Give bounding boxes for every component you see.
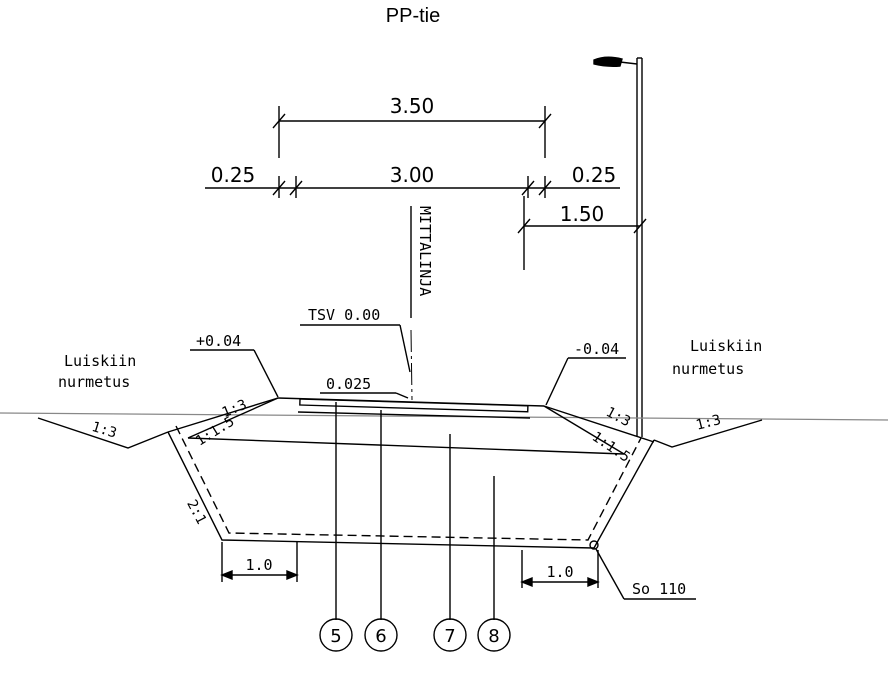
bottom-left-dimension: 1.0 [220,542,299,582]
layer-number: 8 [488,626,499,647]
slope-left-ditch: 1:3 [90,419,119,442]
dimension-top-width-label: 3.50 [390,94,435,118]
dimension-to-pole-label: 1.50 [560,202,605,226]
bottom-left-dimension-label: 1.0 [245,556,272,574]
right-crossfall: -0.04 [545,340,626,406]
dimension-right-shoulder: 0.25 [572,163,617,187]
left-note-line1: Luiskiin [64,352,136,370]
right-note-line2: nurmetus [672,360,744,378]
slope-left-inner: 1:1.5 [193,414,237,450]
centerline: MITTALINJA [410,206,434,401]
slope-right-inner: 1:1.5 [589,429,633,466]
layer-number: 7 [444,626,455,647]
dimension-row: 0.25 3.00 0.25 [205,163,620,198]
dimension-carriageway: 3.00 [390,163,435,187]
ground-line [0,412,888,421]
slope-left-lower: 2:1 [183,497,209,527]
layer-circle-6: 6 [364,618,398,652]
drain-label: So 110 [632,580,686,598]
left-crossfall-label: +0.04 [196,332,241,350]
drawing-title: PP-tie [386,5,440,27]
bottom-right-dimension: 1.0 [520,550,600,588]
road-structure [37,397,763,550]
dimension-left-shoulder: 0.25 [211,163,256,187]
slope-right-ditch: 1:3 [694,412,722,434]
layer-circle-5: 5 [319,618,353,652]
street-light-icon [593,56,643,437]
dimension-top-width: 3.50 [272,94,552,158]
tsv-label-group: TSV 0.00 [300,306,411,373]
left-crossfall: +0.04 [190,332,279,398]
layer-number: 5 [330,626,341,647]
bottom-right-dimension-label: 1.0 [546,563,573,581]
layer-circle-8: 8 [477,618,511,652]
left-note-line2: nurmetus [58,373,130,391]
right-crossfall-label: -0.04 [574,340,619,358]
layer-number: 6 [375,626,386,647]
surface-crossfall-label: 0.025 [326,375,371,393]
surface-crossfall: 0.025 [320,375,409,399]
centerline-label: MITTALINJA [416,206,434,296]
tsv-label: TSV 0.00 [308,306,380,324]
drain-pipe-icon [589,540,599,550]
right-note-line1: Luiskiin [690,337,762,355]
layer-circle-7: 7 [433,618,467,652]
drain-callout: So 110 [595,548,696,600]
dimension-to-pole: 1.50 [517,196,647,270]
